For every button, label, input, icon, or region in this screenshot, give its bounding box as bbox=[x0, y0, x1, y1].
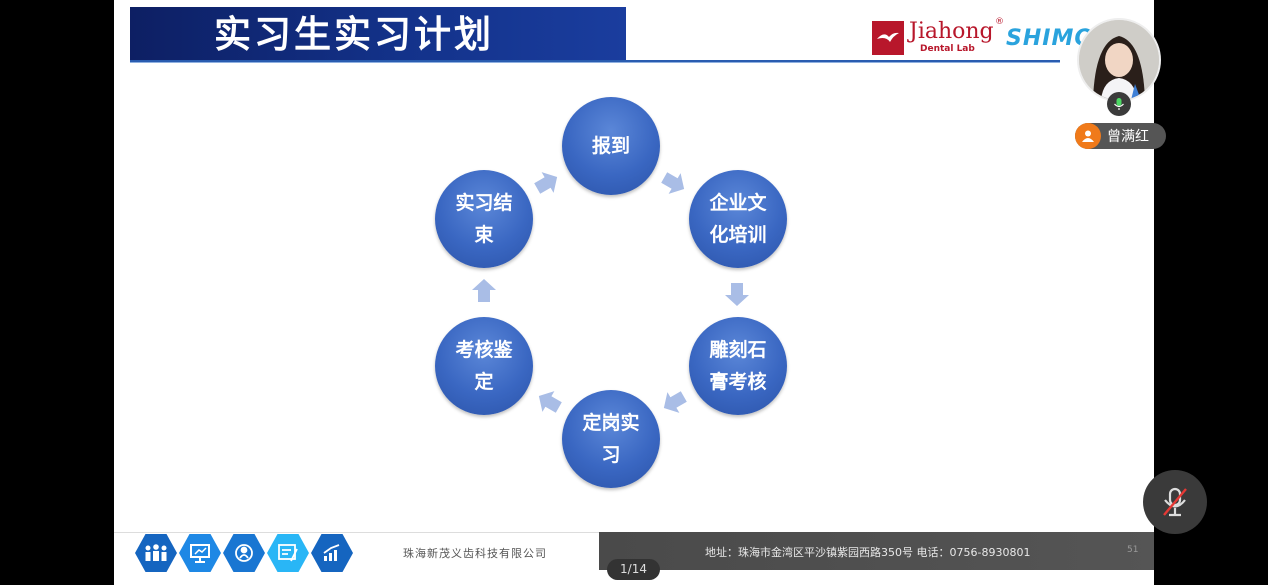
cycle-arrow-icon bbox=[538, 391, 562, 413]
presenter-photo bbox=[1079, 20, 1159, 100]
page-indicator: 1/14 bbox=[607, 559, 660, 580]
mute-microphone-button[interactable] bbox=[1143, 470, 1207, 534]
presenter-avatar[interactable] bbox=[1077, 18, 1161, 102]
bird-logo-icon bbox=[877, 32, 899, 42]
slide-title: 实习生实习计划 bbox=[214, 13, 494, 56]
logo-registered-mark: ® bbox=[995, 17, 1004, 27]
certificate-icon bbox=[267, 534, 309, 572]
cycle-arrow-icon bbox=[725, 283, 749, 306]
company-name: 珠海新茂义齿科技有限公司 bbox=[403, 547, 547, 560]
cycle-node-carving-assessment: 雕刻石膏考核 bbox=[689, 317, 787, 415]
partner-logo: SHIMO bbox=[1006, 27, 1092, 51]
cycle-node-placement-internship: 定岗实习 bbox=[562, 390, 660, 488]
cycle-arrow-icon bbox=[472, 279, 496, 302]
cycle-node-assessment: 考核鉴定 bbox=[435, 317, 533, 415]
growth-chart-icon bbox=[311, 534, 353, 572]
user-icon bbox=[1075, 123, 1101, 149]
slide-number: 51 bbox=[1127, 545, 1139, 555]
people-network-icon bbox=[223, 534, 265, 572]
presenter-name: 曾满红 bbox=[1107, 129, 1149, 145]
logo-brand-name: Jiahong bbox=[909, 19, 994, 44]
cycle-node-culture-training: 企业文化培训 bbox=[689, 170, 787, 268]
microphone-icon bbox=[1114, 98, 1124, 110]
presenter-mic-indicator bbox=[1107, 92, 1131, 116]
presenter-name-tag: 曾满红 bbox=[1075, 123, 1166, 149]
logo-subtitle: Dental Lab bbox=[920, 44, 975, 54]
presentation-slide: 实习生实习计划 Jiahong ® Dental Lab SHIMO 报到 企业… bbox=[114, 0, 1154, 585]
title-underline-light bbox=[130, 62, 1060, 63]
presentation-icon bbox=[179, 534, 221, 572]
team-icon bbox=[135, 534, 177, 572]
title-underline bbox=[130, 60, 1060, 62]
cycle-arrow-icon bbox=[663, 391, 687, 413]
cycle-node-baodao: 报到 bbox=[562, 97, 660, 195]
cycle-node-internship-end: 实习结束 bbox=[435, 170, 533, 268]
slide-footer-right: 地址：珠海市金湾区平沙镇紫园西路350号 电话：0756-8930801 51 bbox=[599, 532, 1154, 570]
cycle-arrow-icon bbox=[661, 172, 685, 194]
company-address: 地址：珠海市金湾区平沙镇紫园西路350号 电话：0756-8930801 bbox=[705, 546, 1031, 559]
cycle-arrow-icon bbox=[534, 172, 558, 194]
microphone-muted-icon bbox=[1163, 487, 1187, 517]
slide-footer-left: 珠海新茂义齿科技有限公司 bbox=[114, 532, 599, 572]
title-bar: 实习生实习计划 bbox=[130, 7, 626, 60]
